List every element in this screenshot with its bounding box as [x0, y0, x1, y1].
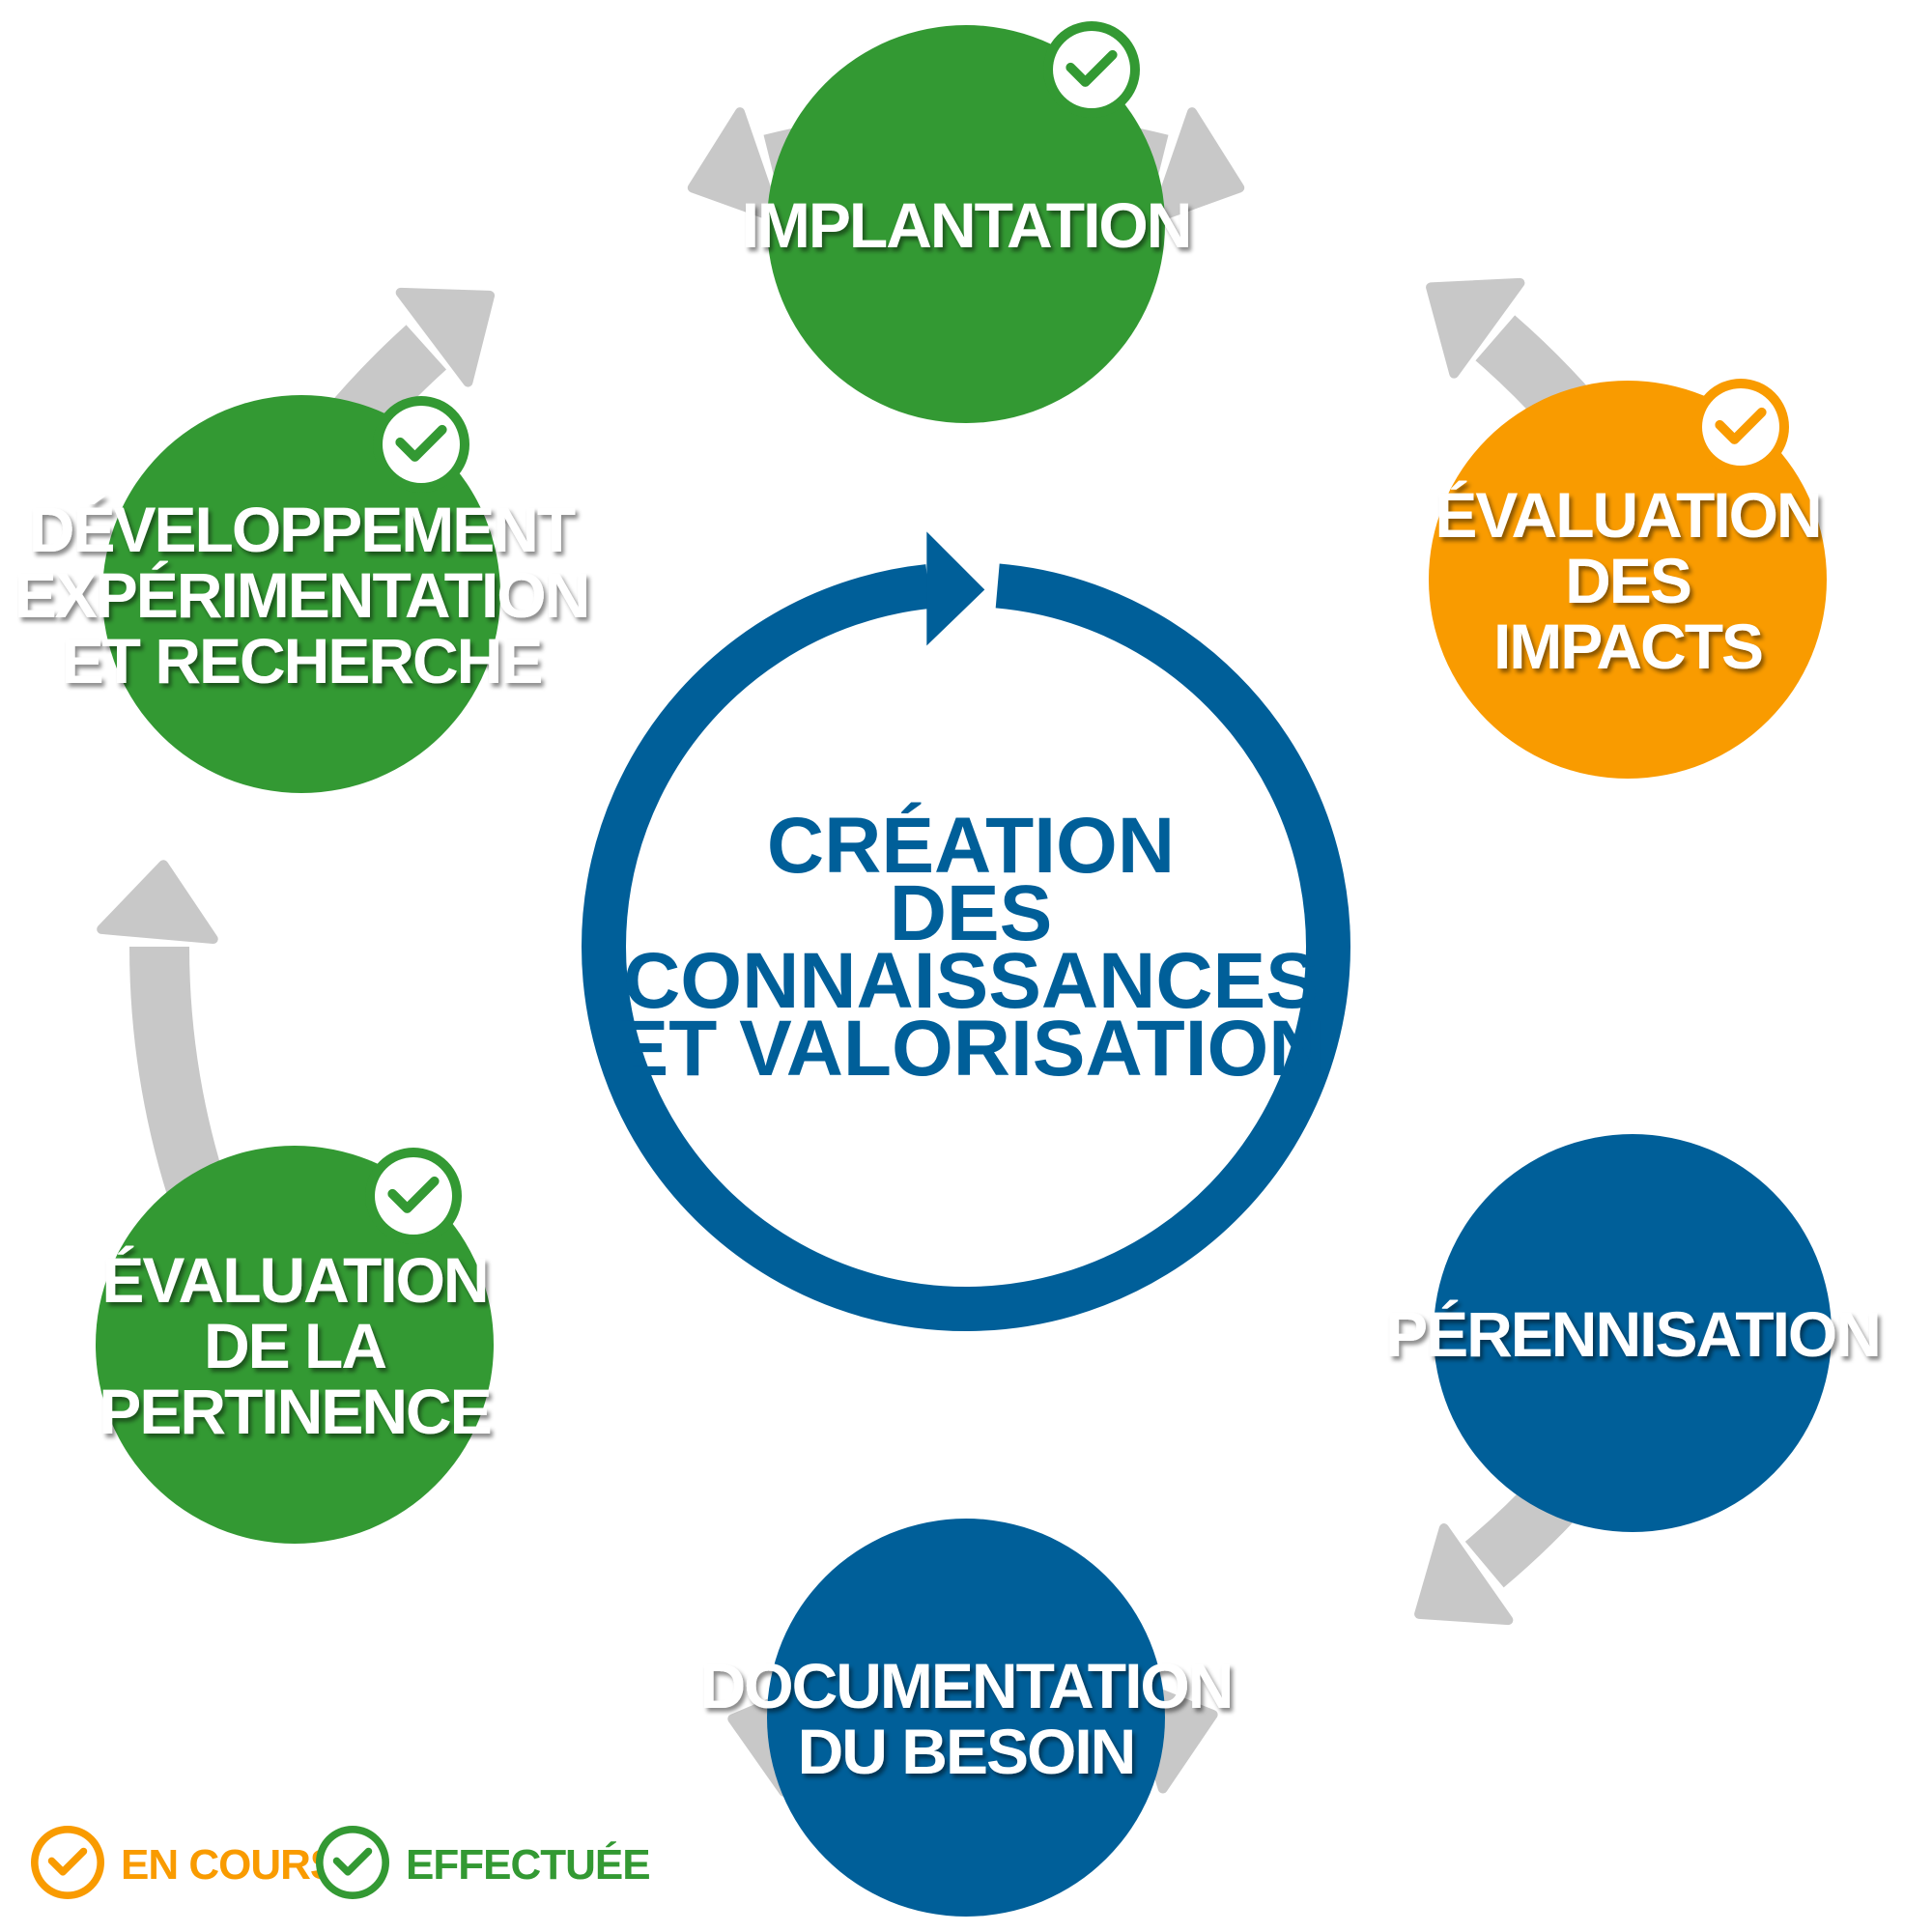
arrow-head-2-end: [1151, 107, 1245, 223]
check-circle-icon: [365, 1148, 462, 1244]
arrow-head-4-end: [1414, 1523, 1514, 1626]
check-circle-icon: [1692, 379, 1789, 475]
node-label-line: EXPÉRIMENTATION: [14, 559, 589, 631]
center-title-line: DES: [890, 869, 1053, 957]
legend: EN COURS EFFECTUÉE: [31, 1826, 651, 1899]
legend-item-1: EFFECTUÉE: [316, 1826, 651, 1899]
node-circle: [1434, 1134, 1832, 1532]
node-label-line: IMPLANTATION: [742, 189, 1191, 261]
center-title-line: ET VALORISATION: [616, 1005, 1326, 1093]
arrow-head-3-start: [1426, 277, 1525, 379]
node-label-line: PÉRENNISATION: [1385, 1298, 1880, 1370]
node-label-line: DE LA: [204, 1310, 385, 1381]
node-label-line: ET RECHERCHE: [62, 625, 542, 696]
node-circle: [102, 395, 500, 793]
node-circle: [767, 25, 1165, 423]
node-label-line: ÉVALUATION: [1435, 479, 1820, 551]
center-title-line: CRÉATION: [767, 802, 1175, 890]
node-label-line: DES: [1565, 545, 1690, 616]
node-label-line: DOCUMENTATION: [700, 1650, 1233, 1721]
node-label-line: IMPACTS: [1493, 611, 1762, 682]
check-circle-icon: [31, 1826, 104, 1899]
arrow-head-2-start: [687, 107, 781, 223]
stage-node-implantation: IMPLANTATION: [742, 21, 1192, 423]
arrow-head-1-end: [395, 287, 496, 387]
cycle-arrow-head: [926, 531, 985, 646]
check-circle-icon: [1043, 21, 1140, 118]
node-circle: [1429, 381, 1827, 779]
node-label-line: ÉVALUATION: [101, 1244, 487, 1316]
check-circle-icon: [373, 396, 469, 493]
node-label-line: DÉVELOPPEMENT: [29, 494, 576, 565]
node-label-line: PERTINENCE: [99, 1376, 490, 1447]
check-circle-icon: [316, 1826, 389, 1899]
stage-nodes: IMPLANTATIONÉVALUATIONDESIMPACTSPÉRENNIS…: [14, 21, 1882, 1917]
legend-item-0: EN COURS: [31, 1826, 338, 1899]
legend-label: EFFECTUÉE: [406, 1840, 650, 1889]
legend-label: EN COURS: [121, 1841, 337, 1889]
arrow-head-0-end: [97, 860, 218, 945]
node-label-line: DU BESOIN: [798, 1716, 1135, 1787]
node-circle: [767, 1519, 1165, 1917]
cycle-ring: [582, 563, 1350, 1331]
node-circle: [96, 1146, 494, 1544]
center-title-line: CONNAISSANCES: [623, 937, 1319, 1025]
stage-node-perennisation: PÉRENNISATION: [1385, 1134, 1882, 1532]
